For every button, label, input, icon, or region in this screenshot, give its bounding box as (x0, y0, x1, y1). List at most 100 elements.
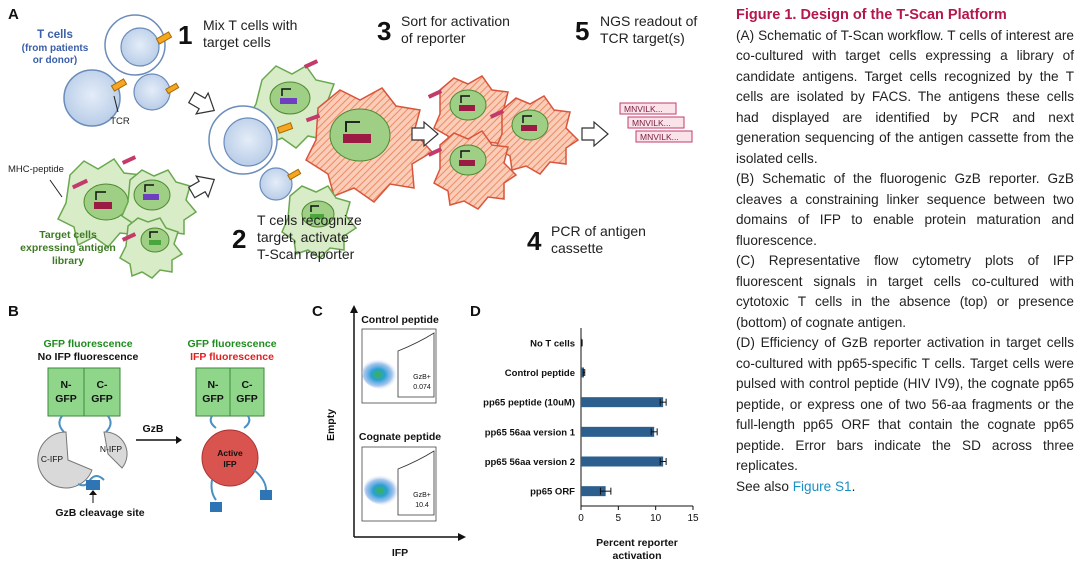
step-1-text-2: target cells (203, 34, 271, 50)
control-peptide-title: Control peptide (361, 314, 439, 326)
t-cell-group (63, 14, 180, 127)
right-cgfp-box (229, 367, 265, 417)
svg-text:N-: N- (207, 379, 219, 391)
panel-d-letter: D (470, 303, 481, 320)
bar (581, 456, 664, 467)
caption-para-b: (B) Schematic of the fluorogenic GzB rep… (736, 171, 1074, 248)
cognate-gate-label: GzB+ (413, 492, 431, 499)
c-ifp-label: C-IFP (41, 454, 64, 464)
mhc-label: MHC-peptide (8, 164, 64, 175)
n-ifp-label: N-IFP (100, 444, 123, 454)
right-gfp-fluorescence: GFP fluorescence (187, 338, 276, 350)
panel-a-letter: A (8, 6, 19, 23)
c-ifp-shape (37, 431, 93, 489)
caption-title: Figure 1. Design of the T-Scan Platform (736, 7, 1007, 23)
step-3-text-1: Sort for activation (401, 13, 510, 29)
d-x-axis-label-line-1: Percent reporter (596, 537, 678, 549)
step-2-number: 2 (232, 224, 247, 254)
gzb-arrow-label: GzB (143, 423, 164, 435)
cognate-gate (397, 450, 435, 516)
cognate-peptide-title: Cognate peptide (359, 431, 441, 443)
mhc-pointer (49, 179, 63, 198)
step-4-text-1: PCR of antigen (551, 223, 646, 239)
t-cells-label-3: or donor) (33, 55, 77, 66)
x-tick-label: 15 (687, 513, 699, 524)
tcr-label: TCR (110, 116, 130, 127)
t-cells-label-1: T cells (37, 29, 73, 41)
svg-text:GFP: GFP (91, 393, 113, 405)
panel-b-diagram: GFP fluorescence No IFP fluorescence N- … (37, 338, 277, 519)
arrow-2 (187, 175, 216, 199)
panel-c-letter: C (312, 303, 323, 320)
svg-text:GFP: GFP (55, 393, 77, 405)
arrow-1 (187, 91, 216, 115)
left-ngfp-box (47, 367, 85, 417)
caption-see-also: See also Figure S1. (736, 478, 856, 494)
step-4-number: 4 (527, 226, 542, 256)
c-x-axis-label: IFP (392, 547, 408, 559)
step-5-number: 5 (575, 16, 590, 46)
step-3-text-2: of reporter (401, 30, 466, 46)
target-cell-group (56, 155, 198, 279)
figure-s1-link[interactable]: Figure S1 (792, 478, 852, 494)
svg-text:Active: Active (217, 448, 243, 458)
caption-para-c: (C) Representative flow cytometry plots … (736, 253, 1074, 330)
step-2-text-3: T-Scan reporter (257, 246, 355, 262)
svg-text:IFP: IFP (223, 459, 237, 469)
x-tick-label: 0 (578, 513, 584, 524)
category-label: No T cells (530, 338, 575, 349)
panel-b-letter: B (8, 303, 19, 320)
step-5-text-1: NGS readout of (600, 13, 698, 29)
category-label: Control peptide (505, 368, 575, 379)
ngs-reads: MNVILK... MNVILK... MNVILK... (619, 102, 693, 143)
svg-text:GFP: GFP (202, 393, 224, 405)
read-2: MNVILK... (632, 118, 671, 128)
svg-text:C-: C- (241, 379, 253, 391)
category-label: pp65 peptide (10uM) (483, 398, 575, 409)
sorted-cells (427, 75, 580, 210)
step-2-text-1: T cells recognize (257, 212, 362, 228)
n-ifp-shape (103, 431, 128, 469)
step-3-number: 3 (377, 16, 392, 46)
svg-text:GFP: GFP (236, 393, 258, 405)
panel-a-diagram: MNVILK... MNVILK... MNVILK... T cells (f… (8, 14, 693, 279)
svg-text:C-: C- (96, 379, 108, 391)
bar (581, 426, 655, 437)
read-3: MNVILK... (640, 132, 679, 142)
bar (581, 367, 584, 378)
figure-caption: Figure 1. Design of the T-Scan Platform … (736, 5, 1074, 497)
arrow-4 (581, 120, 609, 148)
panel-c-flow-plots: Control peptide GzB+ 0.074 Cognate pepti… (325, 305, 466, 559)
right-ifp-fluorescence: IFP fluorescence (190, 351, 274, 363)
caption-para-a: (A) Schematic of T-Scan workflow. T cell… (736, 27, 1074, 166)
step-2-text-2: target, activate (257, 229, 349, 245)
step-1-number: 1 (178, 20, 193, 50)
target-label-3: library (52, 255, 84, 267)
svg-text:N-: N- (60, 379, 72, 391)
bar (581, 397, 664, 408)
step-4-text-2: cassette (551, 240, 604, 256)
cognate-gate-value: 10.4 (415, 502, 429, 509)
t-cells-label-2: (from patients (22, 43, 89, 54)
control-population (362, 357, 402, 389)
target-label-2: expressing antigen (20, 242, 116, 254)
control-gate-value: 0.074 (413, 384, 431, 391)
cleavage-site (86, 480, 100, 490)
arrow-3 (411, 120, 439, 148)
active-ifp-circle (201, 429, 259, 487)
category-label: pp65 56aa version 1 (485, 427, 576, 438)
left-gfp-fluorescence: GFP fluorescence (43, 338, 132, 350)
c-y-axis-label: Empty (325, 409, 337, 441)
target-label-1: Target cells (39, 229, 97, 241)
caption-para-d: (D) Efficiency of GzB reporter activatio… (736, 335, 1074, 473)
step-1-text-1: Mix T cells with (203, 17, 298, 33)
category-label: pp65 ORF (530, 487, 575, 498)
right-ngfp-box (195, 367, 231, 417)
d-x-axis-label-line-2: activation (612, 550, 661, 562)
category-label: pp65 56aa version 2 (485, 457, 575, 468)
tcr-pointer (113, 95, 119, 113)
step-5-text-2: TCR target(s) (600, 30, 685, 46)
bar (581, 486, 606, 497)
cognate-population (364, 473, 404, 505)
